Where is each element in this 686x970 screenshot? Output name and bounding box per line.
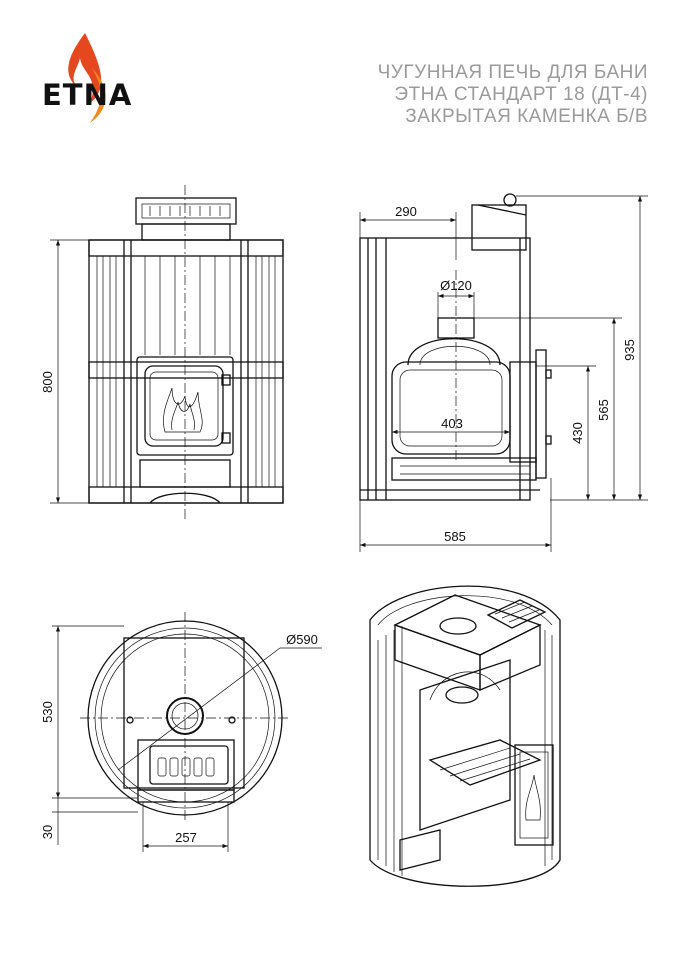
dim-door-height: 565	[596, 399, 611, 421]
dim-firebox-width: 403	[441, 416, 463, 431]
etna-logo	[68, 33, 106, 123]
title-line-1: ЧУГУННАЯ ПЕЧЬ ДЛЯ БАНИ	[377, 62, 648, 83]
dim-total-height: 935	[622, 339, 637, 361]
isometric-cutaway	[369, 585, 561, 887]
dim-base-offset: 30	[40, 825, 55, 839]
dim-firebox-height: 430	[570, 422, 585, 444]
flame-emblem	[163, 387, 203, 433]
dim-door-width: 257	[175, 830, 197, 845]
dim-front-height: 800	[40, 371, 55, 393]
front-view: 800	[40, 185, 284, 520]
brand-name: ETNA	[42, 78, 133, 112]
top-view: Ø590 530 30 257	[40, 612, 322, 852]
title-line-2: ЭТНА СТАНДАРТ 18 (ДТ-4)	[394, 84, 648, 105]
title-line-3: ЗАКРЫТАЯ КАМЕНКА Б/В	[405, 106, 648, 127]
dim-depth: 585	[444, 529, 466, 544]
dim-outer-diameter: Ø590	[286, 632, 318, 647]
dim-side-top-offset: 290	[395, 204, 417, 219]
flame-inner-icon	[90, 68, 106, 123]
dim-flue-diameter: Ø120	[440, 278, 472, 293]
dim-plan-depth: 530	[40, 701, 55, 723]
product-title: ЧУГУННАЯ ПЕЧЬ ДЛЯ БАНИ ЭТНА СТАНДАРТ 18 …	[378, 62, 648, 128]
side-view: 290 Ø120 403 935 565 430 585	[359, 193, 648, 552]
flame-icon	[68, 33, 102, 103]
